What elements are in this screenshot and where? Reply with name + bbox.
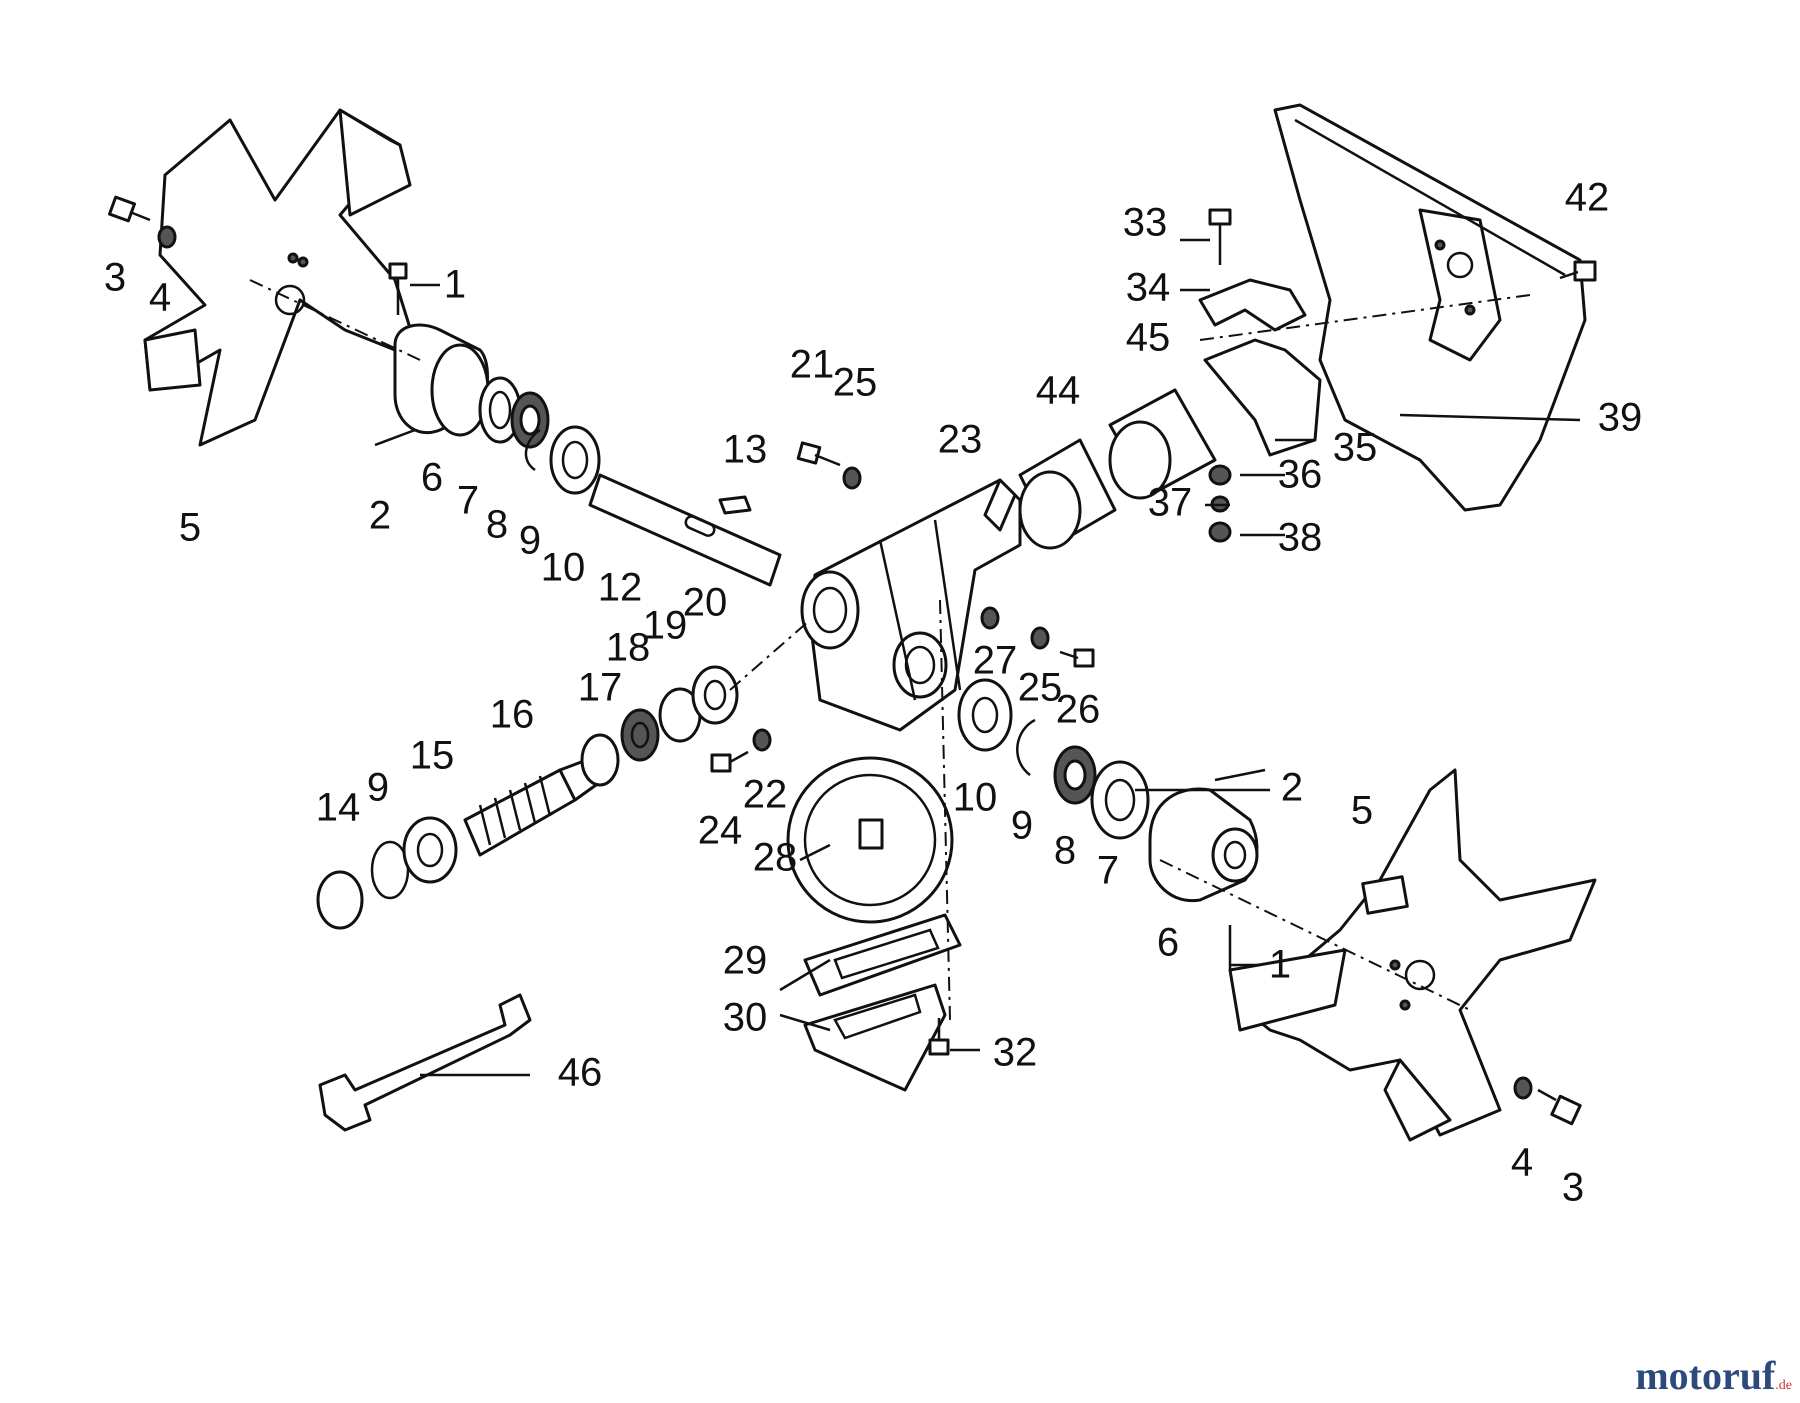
- callout-21: 21: [790, 343, 835, 387]
- callout-28: 28: [753, 836, 798, 880]
- callout-20: 20: [683, 581, 728, 625]
- callout-9b: 9: [367, 766, 389, 810]
- callout-3: 3: [104, 256, 126, 300]
- tube-sleeves: [1018, 388, 1217, 550]
- callout-14: 14: [316, 786, 361, 830]
- callout-8b: 8: [1054, 829, 1076, 873]
- callout-1b: 1: [1269, 943, 1291, 987]
- callout-27: 27: [973, 639, 1018, 683]
- callout-9: 9: [519, 519, 541, 563]
- callout-7b: 7: [1097, 849, 1119, 893]
- gasket-cover: [803, 913, 962, 1092]
- callout-26: 26: [1056, 688, 1101, 732]
- callout-13: 13: [723, 428, 768, 472]
- right-tine-blade: [1228, 768, 1597, 1142]
- callout-44: 44: [1036, 369, 1081, 413]
- fasteners: [108, 195, 1597, 1126]
- callout-5b: 5: [1351, 789, 1373, 833]
- callout-4b: 4: [1511, 1141, 1533, 1185]
- callout-15: 15: [410, 734, 455, 778]
- callout-36: 36: [1278, 453, 1323, 497]
- callout-5: 5: [179, 506, 201, 550]
- callout-30: 30: [723, 996, 768, 1040]
- callout-22: 22: [743, 773, 788, 817]
- left-hub-assembly: [393, 323, 601, 495]
- left-tine-blade: [143, 108, 422, 447]
- callout-39: 39: [1598, 396, 1643, 440]
- callout-12: 12: [598, 566, 643, 610]
- shaft: [588, 473, 782, 587]
- callout-32: 32: [993, 1031, 1038, 1075]
- callout-18: 18: [606, 626, 651, 670]
- callout-9c: 9: [1011, 804, 1033, 848]
- worm-shaft-assembly: [316, 665, 739, 930]
- gearbox-housing: [800, 478, 1022, 732]
- site-watermark-logo: motoruf.de: [1635, 1352, 1792, 1399]
- right-hub: [1148, 787, 1259, 970]
- wrench: [318, 993, 532, 1132]
- callout-45: 45: [1126, 316, 1171, 360]
- bracket-clamp: [1198, 208, 1322, 457]
- right-bearing-assembly: [957, 678, 1150, 840]
- callout-37: 37: [1148, 481, 1193, 525]
- callout-42: 42: [1565, 176, 1610, 220]
- callout-17: 17: [578, 666, 623, 710]
- callout-29: 29: [723, 939, 768, 983]
- callout-23: 23: [938, 418, 983, 462]
- callout-24: 24: [698, 809, 743, 853]
- callout-1: 1: [444, 263, 466, 307]
- callout-8: 8: [486, 503, 508, 547]
- callout-19: 19: [643, 604, 688, 648]
- watermark-brand: motoruf: [1635, 1353, 1776, 1398]
- callout-3b: 3: [1562, 1166, 1584, 1210]
- callout-10b: 10: [953, 776, 998, 820]
- callout-38: 38: [1278, 516, 1323, 560]
- callout-34: 34: [1126, 266, 1171, 310]
- callout-25b: 25: [1018, 666, 1063, 710]
- callout-35: 35: [1333, 426, 1378, 470]
- callout-10: 10: [541, 546, 586, 590]
- callout-2: 2: [369, 494, 391, 538]
- callout-2b: 2: [1281, 766, 1303, 810]
- callout-6b: 6: [1157, 921, 1179, 965]
- callout-7: 7: [457, 479, 479, 523]
- callout-6: 6: [421, 456, 443, 500]
- gear-wheel: [786, 756, 954, 924]
- callout-4: 4: [149, 276, 171, 320]
- depth-shield: [1273, 103, 1587, 512]
- callout-46: 46: [558, 1051, 603, 1095]
- callout-33: 33: [1123, 201, 1168, 245]
- watermark-tld: .de: [1775, 1378, 1792, 1393]
- callout-25: 25: [833, 361, 878, 405]
- leader-lines: [410, 238, 1581, 1077]
- callouts: 1 2 3 4 5 6 7 8 9 10 12 13 14 9 15 16 17…: [104, 176, 1642, 1210]
- assembly-axis-lines: [249, 279, 1531, 1021]
- callout-16: 16: [490, 693, 535, 737]
